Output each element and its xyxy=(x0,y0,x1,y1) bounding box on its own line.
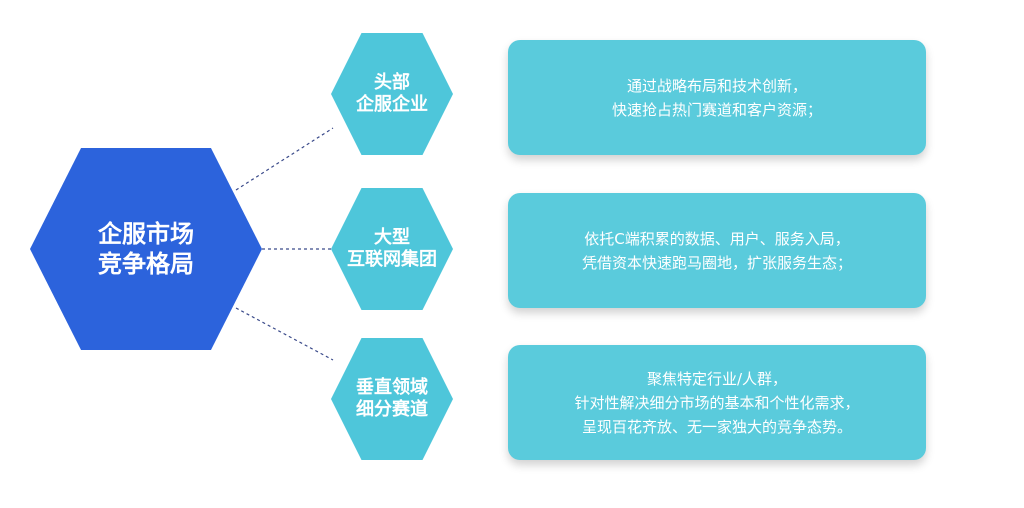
card-text-line: 针对性解决细分市场的基本和个性化需求， xyxy=(574,393,860,412)
card-text-line: 依托C端积累的数据、用户、服务入局， xyxy=(584,229,850,248)
segment-hexagon-2: 大型 互联网集团 xyxy=(331,188,453,310)
segment-title: 垂直领域 细分赛道 xyxy=(356,377,428,422)
card-text-line: 快速抢占热门赛道和客户资源； xyxy=(611,100,822,119)
center-hexagon-shape xyxy=(30,148,262,350)
card-text: 依托C端积累的数据、用户、服务入局， 凭借资本快速跑马圈地，扩张服务生态； xyxy=(582,227,852,275)
segment-hexagon-shape xyxy=(331,188,453,310)
card-text-line: 通过战略布局和技术创新， xyxy=(626,76,807,95)
segment-title-line2: 细分赛道 xyxy=(356,399,428,420)
segment-title-line2: 互联网集团 xyxy=(347,249,437,270)
segment-title-line1: 垂直领域 xyxy=(356,376,428,398)
description-card-3: 聚焦特定行业/人群， 针对性解决细分市场的基本和个性化需求， 呈现百花齐放、无一… xyxy=(508,345,926,460)
card-text-line: 凭借资本快速跑马圈地，扩张服务生态； xyxy=(581,253,852,272)
segment-title: 头部 企服企业 xyxy=(356,72,428,117)
connector-line-1 xyxy=(235,127,334,191)
segment-title-line1: 大型 xyxy=(374,226,410,248)
card-text: 通过战略布局和技术创新， 快速抢占热门赛道和客户资源； xyxy=(612,74,822,122)
segment-hexagon-shape xyxy=(331,338,453,460)
description-card-1: 通过战略布局和技术创新， 快速抢占热门赛道和客户资源； xyxy=(508,40,926,155)
segment-title: 大型 互联网集团 xyxy=(347,227,437,272)
center-title-line2: 竞争格局 xyxy=(98,250,194,278)
description-card-2: 依托C端积累的数据、用户、服务入局， 凭借资本快速跑马圈地，扩张服务生态； xyxy=(508,193,926,308)
segment-title-line1: 头部 xyxy=(374,71,410,93)
card-text: 聚焦特定行业/人群， 针对性解决细分市场的基本和个性化需求， 呈现百花齐放、无一… xyxy=(574,367,859,439)
center-title-line1: 企服市场 xyxy=(98,220,194,248)
segment-hexagon-1: 头部 企服企业 xyxy=(331,33,453,155)
segment-hexagon-shape xyxy=(331,33,453,155)
segment-title-line2: 企服企业 xyxy=(356,94,428,115)
center-title: 企服市场 竞争格局 xyxy=(98,219,194,279)
card-text-line: 聚焦特定行业/人群， xyxy=(646,369,788,388)
card-text-line: 呈现百花齐放、无一家独大的竞争态势。 xyxy=(581,417,852,436)
center-hexagon: 企服市场 竞争格局 xyxy=(30,148,262,350)
segment-hexagon-3: 垂直领域 细分赛道 xyxy=(331,338,453,460)
connector-line-3 xyxy=(235,307,334,361)
